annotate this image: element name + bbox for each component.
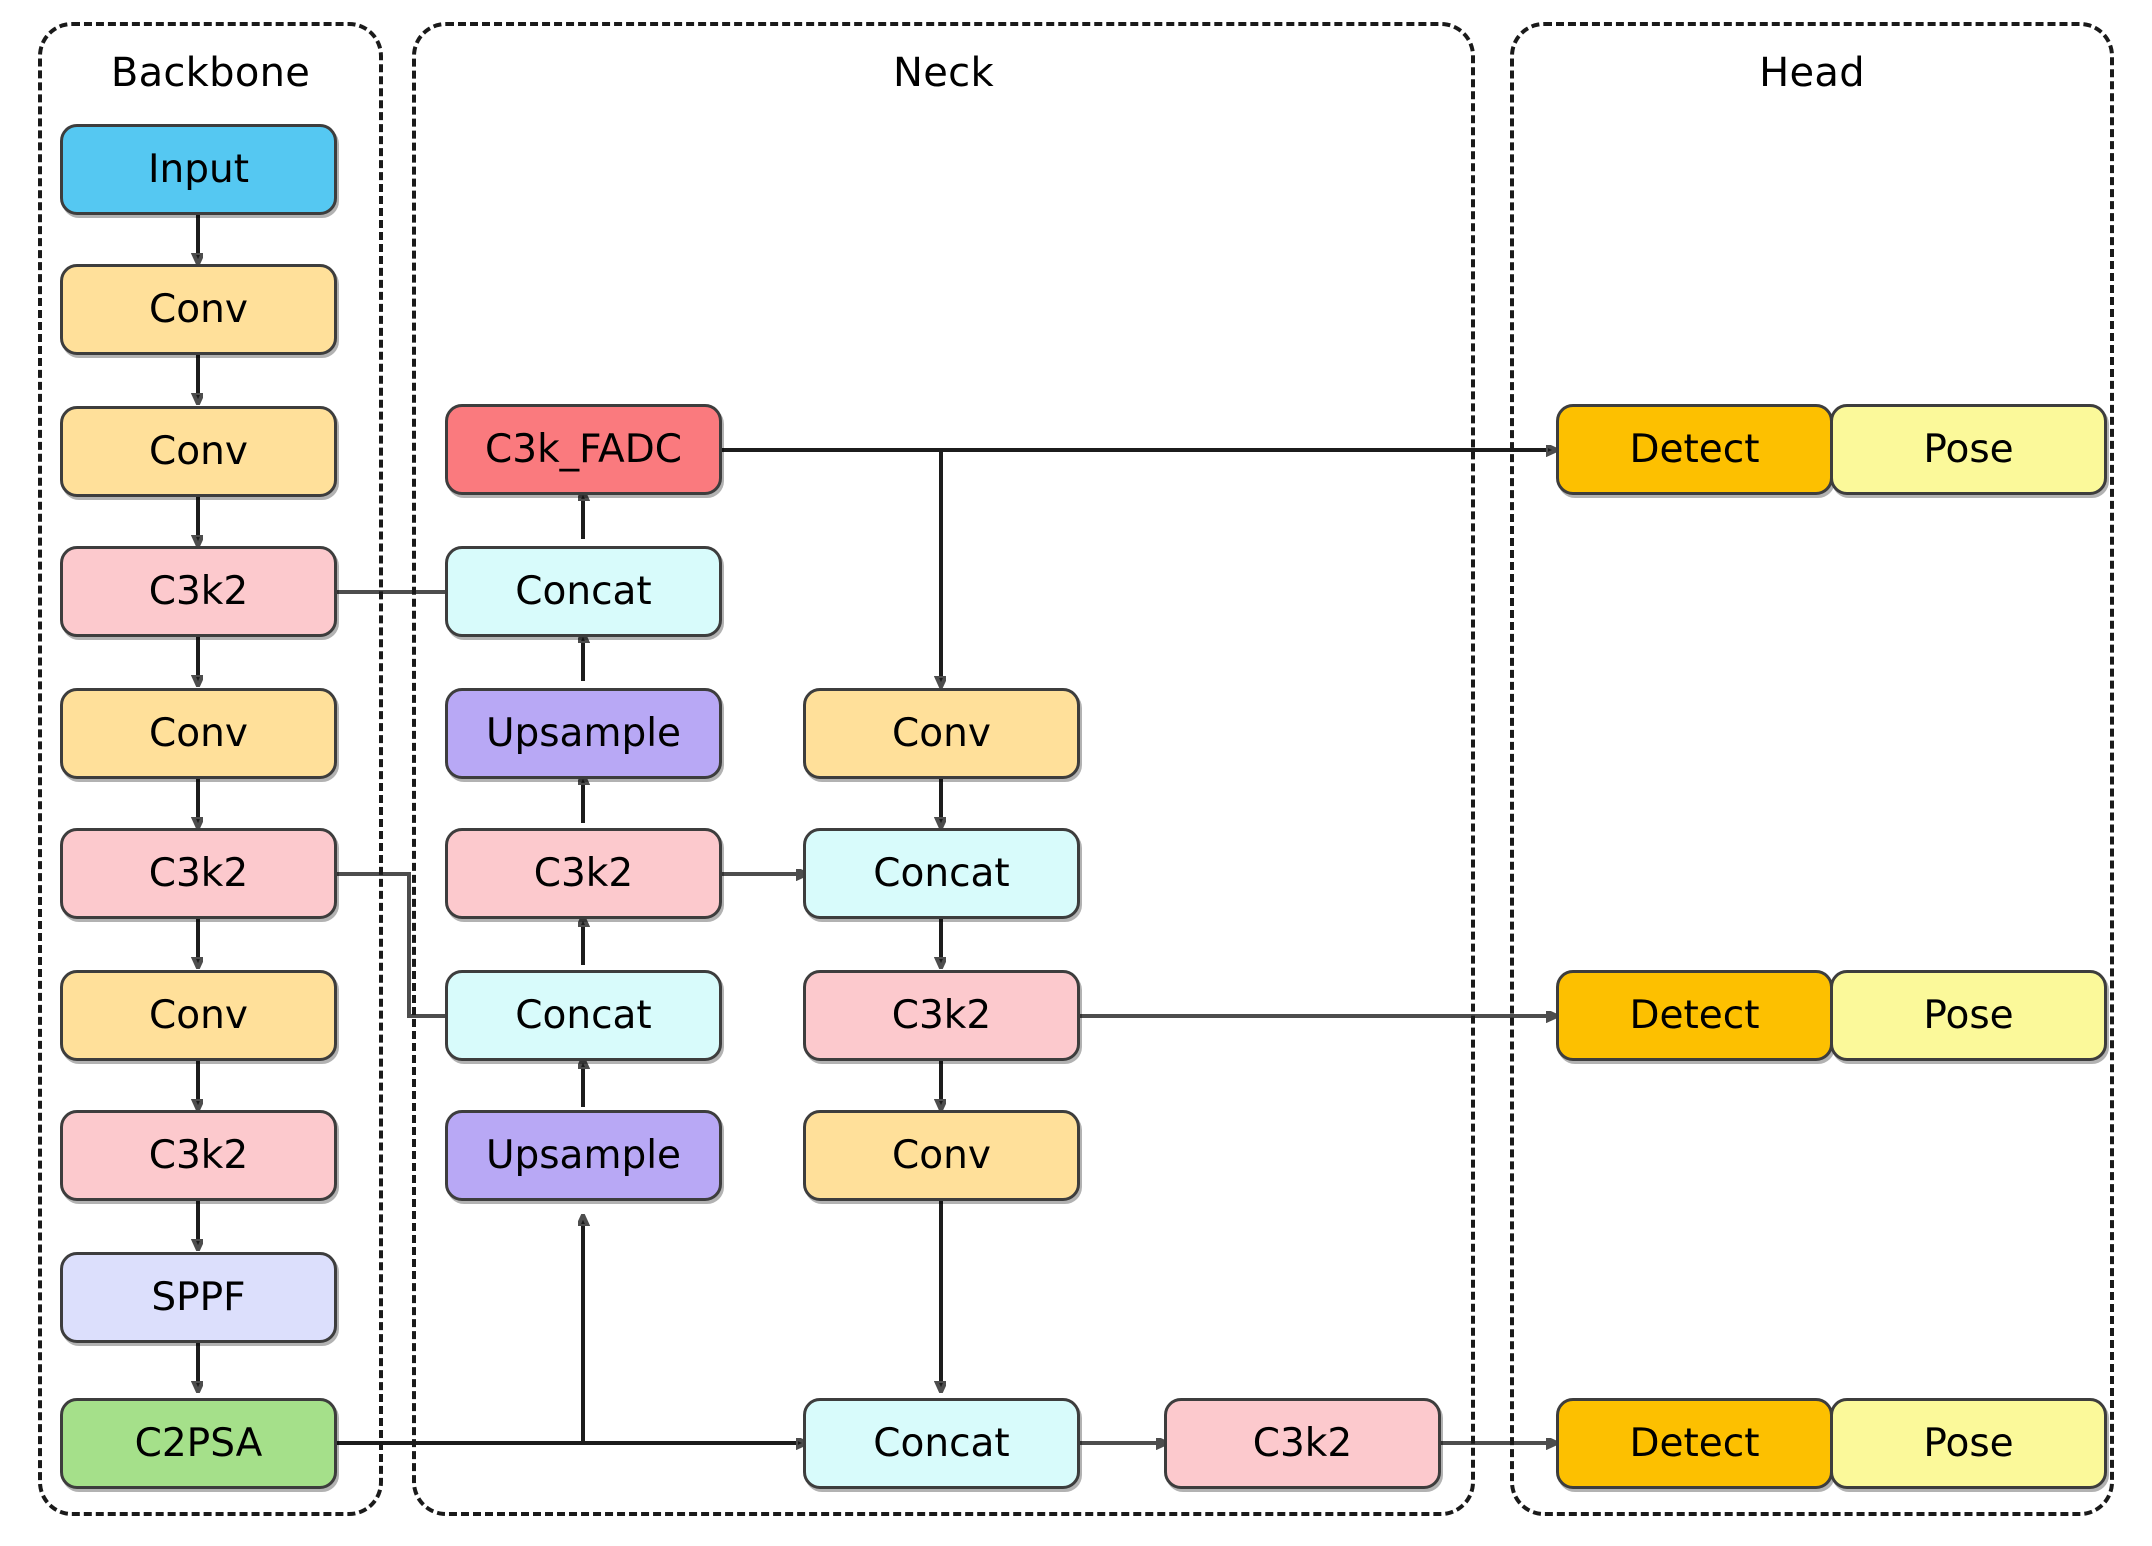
node-neck-upsample-2[interactable]: Upsample: [445, 1110, 722, 1201]
node-neck-conv-2[interactable]: Conv: [803, 1110, 1080, 1201]
group-backbone: Backbone: [38, 22, 383, 1516]
node-neck-concat-2[interactable]: Concat: [445, 970, 722, 1061]
group-backbone-title: Backbone: [110, 50, 311, 96]
node-head-pose-3[interactable]: Pose: [1830, 1398, 2107, 1489]
node-c2psa[interactable]: C2PSA: [60, 1398, 337, 1489]
group-head: Head: [1510, 22, 2114, 1516]
node-head-detect-2[interactable]: Detect: [1556, 970, 1833, 1061]
node-neck-concat-4[interactable]: Concat: [803, 1398, 1080, 1489]
node-neck-c3k2-1[interactable]: C3k2: [445, 828, 722, 919]
node-neck-conv-1[interactable]: Conv: [803, 688, 1080, 779]
node-head-pose-1[interactable]: Pose: [1830, 404, 2107, 495]
node-sppf[interactable]: SPPF: [60, 1252, 337, 1343]
node-neck-c3k2-3[interactable]: C3k2: [1164, 1398, 1441, 1489]
node-head-detect-3[interactable]: Detect: [1556, 1398, 1833, 1489]
node-neck-upsample-1[interactable]: Upsample: [445, 688, 722, 779]
group-neck-title: Neck: [893, 50, 994, 96]
group-head-title: Head: [1759, 50, 1865, 96]
node-c3k-fadc[interactable]: C3k_FADC: [445, 404, 722, 495]
group-neck: Neck: [412, 22, 1475, 1516]
node-neck-c3k2-2[interactable]: C3k2: [803, 970, 1080, 1061]
node-backbone-c3k2-2[interactable]: C3k2: [60, 828, 337, 919]
node-head-detect-1[interactable]: Detect: [1556, 404, 1833, 495]
node-neck-concat-1[interactable]: Concat: [445, 546, 722, 637]
node-backbone-c3k2-1[interactable]: C3k2: [60, 546, 337, 637]
node-input[interactable]: Input: [60, 124, 337, 215]
node-neck-concat-3[interactable]: Concat: [803, 828, 1080, 919]
node-backbone-c3k2-3[interactable]: C3k2: [60, 1110, 337, 1201]
node-backbone-conv-2[interactable]: Conv: [60, 406, 337, 497]
node-backbone-conv-1[interactable]: Conv: [60, 264, 337, 355]
node-backbone-conv-3[interactable]: Conv: [60, 688, 337, 779]
node-backbone-conv-4[interactable]: Conv: [60, 970, 337, 1061]
node-head-pose-2[interactable]: Pose: [1830, 970, 2107, 1061]
